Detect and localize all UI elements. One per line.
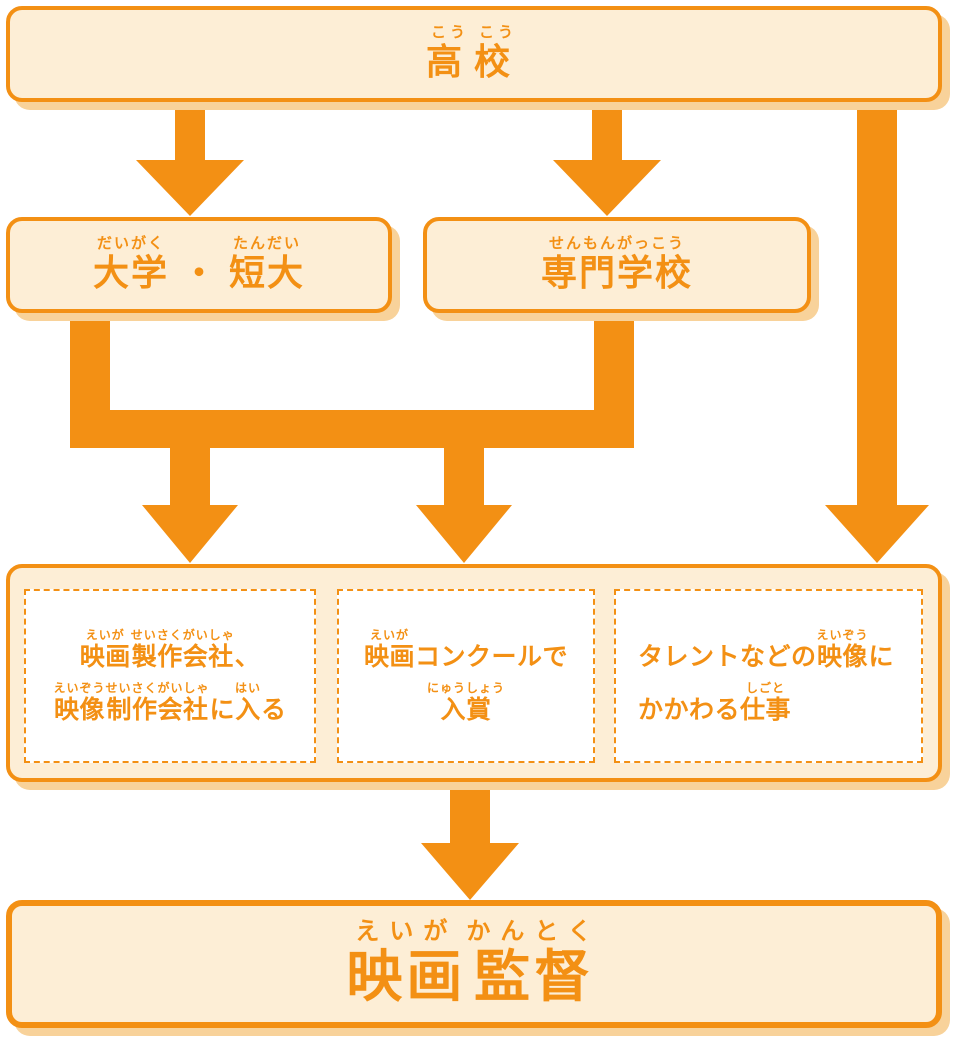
path-talent-video-work: タレントなどのえいぞう映像 に かかわるしごと仕事 xyxy=(614,589,923,763)
segment-text: 入賞 xyxy=(440,695,492,724)
segment-text: 入 xyxy=(235,695,261,724)
path-film-company-line-2: えいぞう映像せいさくがいしゃ制作会社 にはい入 る xyxy=(26,682,314,724)
text-segment: にゅうしょう入賞 xyxy=(427,682,505,724)
segment-text: 専門学校 xyxy=(540,253,693,295)
text-segment: はい入 xyxy=(235,682,261,724)
segment-text: かかわる xyxy=(638,695,741,724)
furigana: せいさくがいしゃ xyxy=(105,681,210,695)
segment-text: 大学 xyxy=(92,253,169,295)
path-talent-line-1: タレントなどのえいぞう映像 に xyxy=(638,629,921,671)
furigana: えいが xyxy=(369,627,409,642)
arrow-highschool-to-vocational xyxy=(553,100,661,216)
text-segment: えいが映画 xyxy=(80,629,131,671)
node-high-school-label: こう高こう校 xyxy=(426,25,522,83)
text-segment: 、 xyxy=(235,629,261,671)
furigana: えいぞう xyxy=(816,627,869,642)
segment-text: 仕事 xyxy=(740,695,792,724)
furigana: かんとく xyxy=(466,917,602,946)
segment-text: 制作会社 xyxy=(106,695,209,724)
furigana: しごと xyxy=(746,681,786,695)
segment-text: 校 xyxy=(474,42,523,84)
text-segment: に xyxy=(209,682,235,724)
path-talent-line-2: かかわるしごと仕事 xyxy=(638,682,921,724)
text-segment: る xyxy=(261,682,287,724)
text-segment: せんもんがっこう専門学校 xyxy=(541,236,693,294)
text-segment: だいがく大学 xyxy=(93,236,169,294)
furigana: せいさくがいしゃ xyxy=(130,627,235,642)
segment-text: 高 xyxy=(425,42,474,84)
separator-dot: ・ xyxy=(180,253,217,295)
furigana: せんもんがっこう xyxy=(548,234,685,253)
text-segment: たんだい短大 xyxy=(229,236,305,294)
text-segment: せいさくがいしゃ制作会社 xyxy=(105,682,209,724)
segment-text: 監督 xyxy=(474,945,594,1011)
text-segment: えいぞう映像 xyxy=(817,629,869,671)
furigana: えいが xyxy=(85,627,125,642)
furigana: たんだい xyxy=(233,234,302,253)
furigana: こう xyxy=(430,23,469,42)
segment-text: 映画 xyxy=(363,641,415,671)
text-segment: えいが映画 xyxy=(364,629,415,671)
arrow-highschool-to-paths xyxy=(825,100,929,563)
segment-text: に xyxy=(868,641,895,671)
text-segment: えいが映画 xyxy=(346,919,466,1009)
furigana: えいが xyxy=(355,917,458,946)
path-film-company-line-1: えいが映画せいさくがいしゃ製作会社 、 xyxy=(26,629,314,671)
node-vocational-label: せんもんがっこう専門学校 xyxy=(541,236,693,294)
arrow-highschool-to-university xyxy=(136,100,244,216)
text-segment: こう校 xyxy=(474,25,522,83)
segment-text: る xyxy=(261,695,287,724)
segment-text: に xyxy=(209,695,235,724)
segment-text: 短大 xyxy=(229,253,306,295)
text-segment: かかわる xyxy=(638,682,740,724)
path-film-contest-line-1: えいが映画 コンクールで xyxy=(339,629,593,671)
text-segment: コンクールで xyxy=(415,629,568,671)
segment-text: 、 xyxy=(234,641,261,671)
text-segment: かんとく監督 xyxy=(466,919,601,1009)
node-university-junior-college: だいがく大学・たんだい短大 xyxy=(6,217,392,313)
node-vocational-school: せんもんがっこう専門学校 xyxy=(423,217,811,313)
furigana: えいぞう xyxy=(53,681,106,695)
text-segment: こう高 xyxy=(426,25,474,83)
segment-text: 映像 xyxy=(817,641,869,671)
segment-text: 映像 xyxy=(53,695,105,724)
path-film-contest: えいが映画 コンクールで にゅうしょう入賞 xyxy=(337,589,595,763)
furigana: にゅうしょう xyxy=(426,681,505,695)
furigana: はい xyxy=(235,681,262,695)
path-film-company: えいが映画せいさくがいしゃ製作会社 、 えいぞう映像せいさくがいしゃ制作会社 に… xyxy=(24,589,316,763)
node-high-school: こう高こう校 xyxy=(6,6,942,102)
path-film-contest-line-2: にゅうしょう入賞 xyxy=(339,682,593,724)
text-segment: しごと仕事 xyxy=(740,682,791,724)
arrow-merge-connector xyxy=(70,312,634,563)
segment-text: 映画 xyxy=(346,945,467,1011)
node-film-director-label: えいが映画かんとく監督 xyxy=(346,919,601,1009)
text-segment: えいぞう映像 xyxy=(53,682,105,724)
node-university-label: だいがく大学・たんだい短大 xyxy=(93,236,305,294)
arrow-paths-to-director xyxy=(421,788,519,900)
furigana: こう xyxy=(479,23,518,42)
segment-text: 映画 xyxy=(79,641,131,671)
segment-text: コンクールで xyxy=(415,641,569,671)
text-segment: タレントなどの xyxy=(638,629,817,671)
segment-text: 製作会社 xyxy=(131,641,234,671)
text-segment: に xyxy=(869,629,895,671)
segment-text: タレントなどの xyxy=(638,641,817,671)
furigana: だいがく xyxy=(96,234,165,253)
node-film-director: えいが映画かんとく監督 xyxy=(6,900,942,1028)
text-segment: せいさくがいしゃ製作会社 xyxy=(131,629,235,671)
